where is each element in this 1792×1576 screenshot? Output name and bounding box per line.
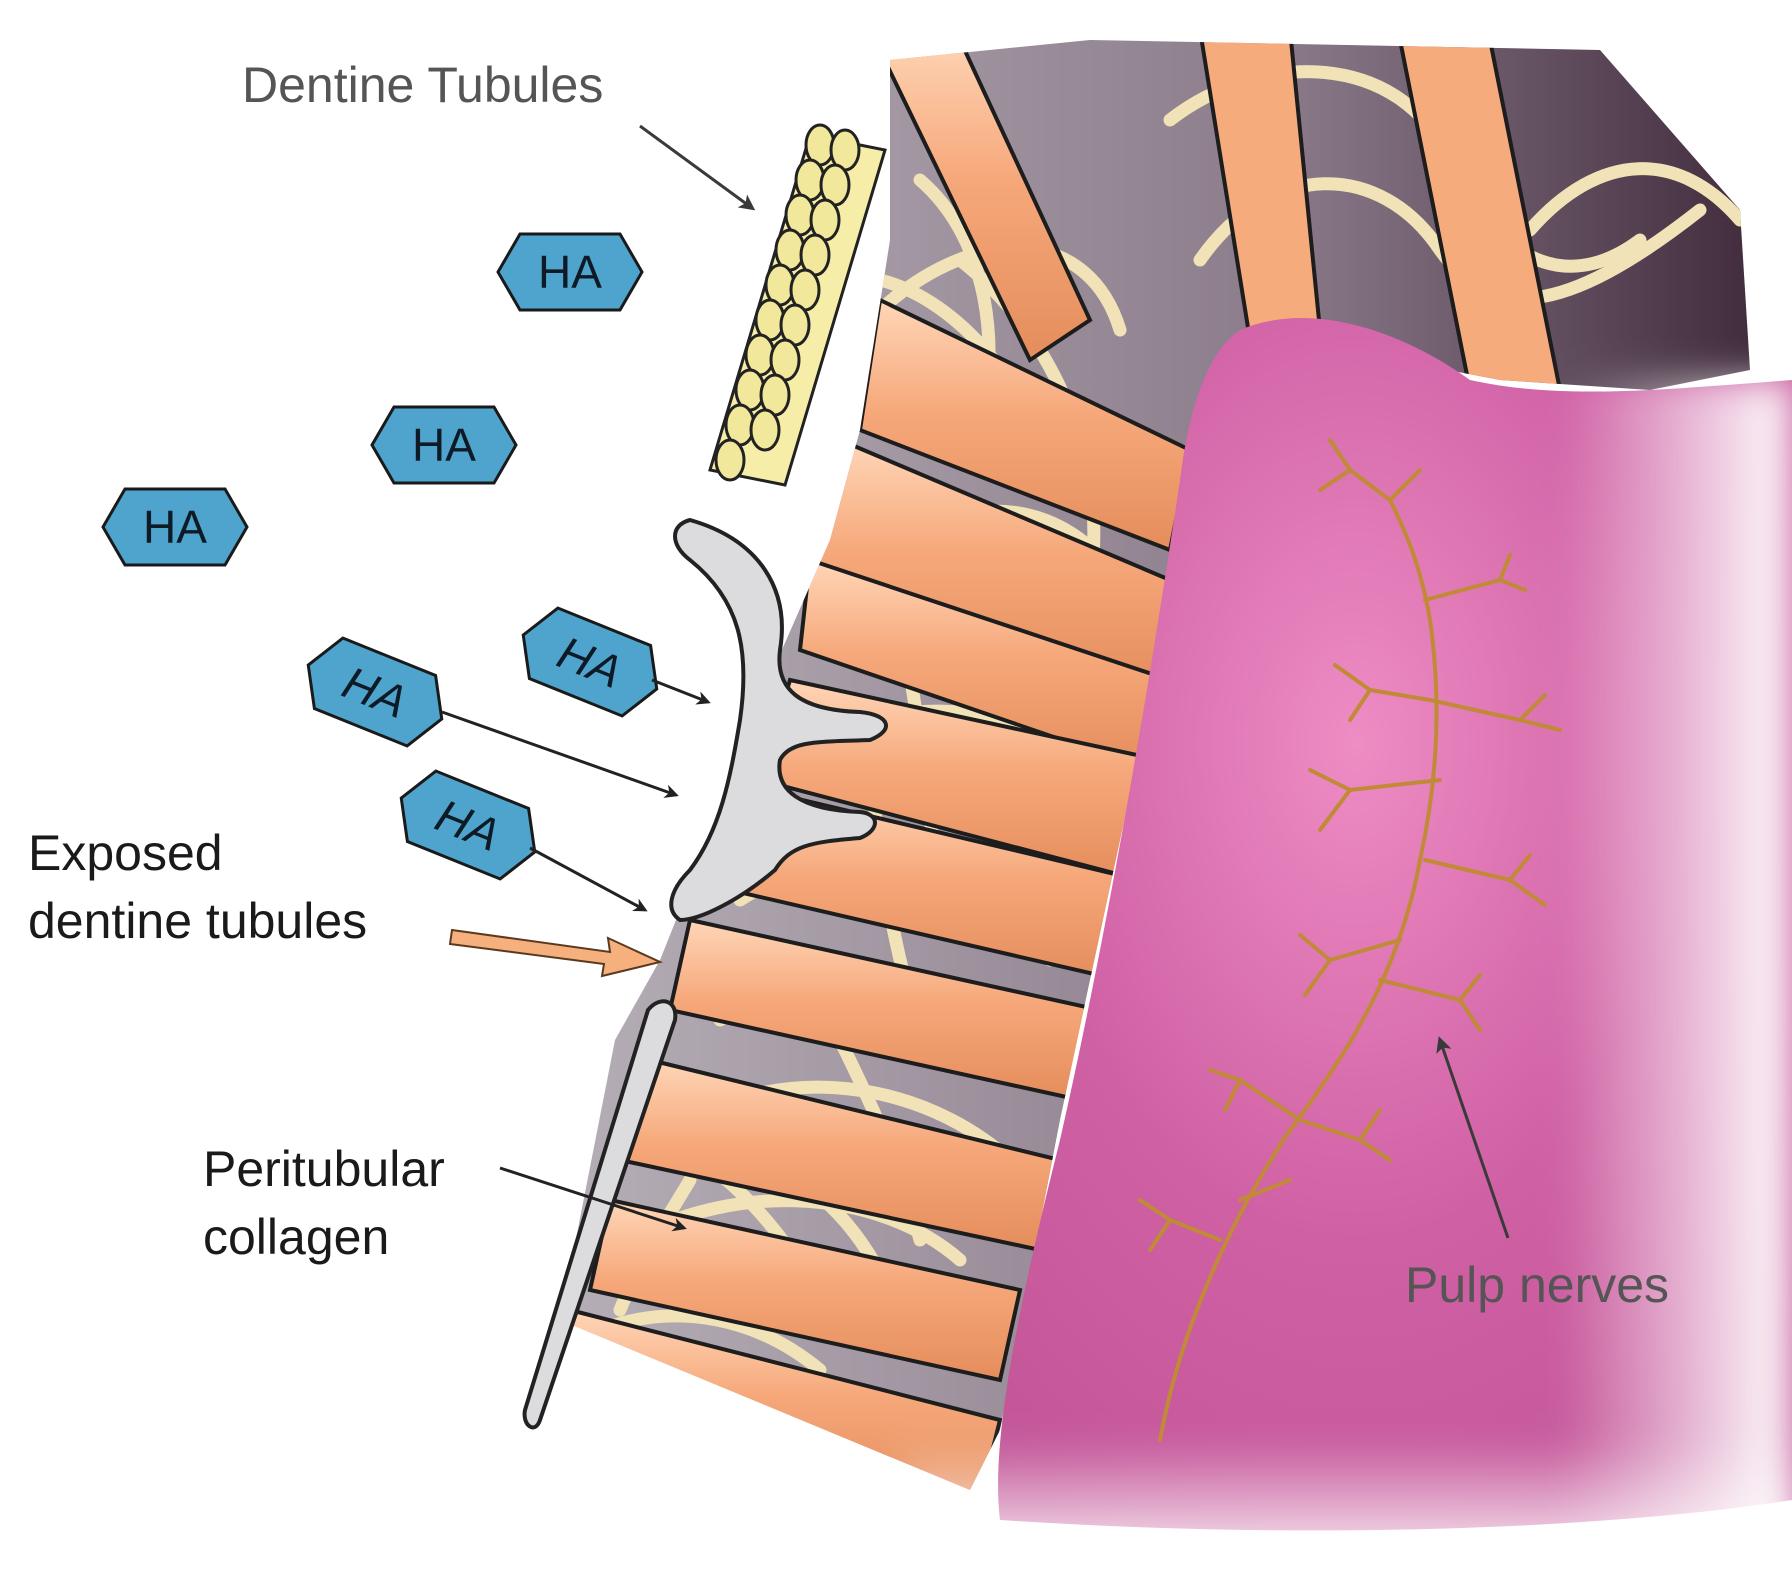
ha-badge: HA: [496, 232, 644, 312]
ha-badge: HA: [306, 636, 444, 748]
ha-arrow: [651, 678, 711, 705]
svg-text:HA: HA: [538, 246, 602, 298]
svg-text:HA: HA: [412, 419, 476, 471]
ha-arrows: [441, 678, 711, 912]
ha-particles: HA HA HA HA HA HA: [101, 232, 659, 881]
label-dentine-tubules: Dentine Tubules: [242, 57, 603, 113]
ha-arrow: [441, 710, 679, 798]
label-arrows: [448, 124, 1510, 1239]
tubule-rod: [866, 40, 1093, 363]
ha-badge: HA: [521, 606, 659, 718]
ha-badge: HA: [370, 405, 518, 485]
ha-badge: HA: [101, 487, 249, 567]
label-exposed-line1: Exposed: [28, 825, 223, 881]
label-peritubular-line1: Peritubular: [203, 1141, 445, 1197]
label-pulp-nerves: Pulp nerves: [1405, 1257, 1669, 1313]
exposed-tubules-arrow: [448, 928, 664, 978]
pulp-nerves-arrow: [1436, 1036, 1510, 1239]
label-peritubular-line2: collagen: [203, 1209, 389, 1265]
tubule-rod: [587, 1197, 1023, 1383]
tubule-rod: [560, 1307, 1003, 1490]
ha-badge: HA: [399, 769, 537, 881]
dentine-tubule-bundle: [708, 123, 887, 487]
pulp: [900, 318, 1792, 1576]
peritubular-collagen-arrow: [499, 1166, 687, 1232]
labels: Dentine Tubules Exposed dentine tubules …: [28, 57, 1669, 1313]
peritubular-sheath-lower: [522, 999, 678, 1430]
label-exposed-line2: dentine tubules: [28, 893, 367, 949]
dentine-tubules-arrow: [639, 124, 756, 211]
peritubular-layer: [522, 517, 888, 1430]
peritubular-sheath-upper: [669, 517, 888, 923]
ha-arrow: [529, 846, 648, 912]
svg-text:HA: HA: [143, 501, 207, 553]
pulp-nerve-branches: [1138, 438, 1562, 1442]
